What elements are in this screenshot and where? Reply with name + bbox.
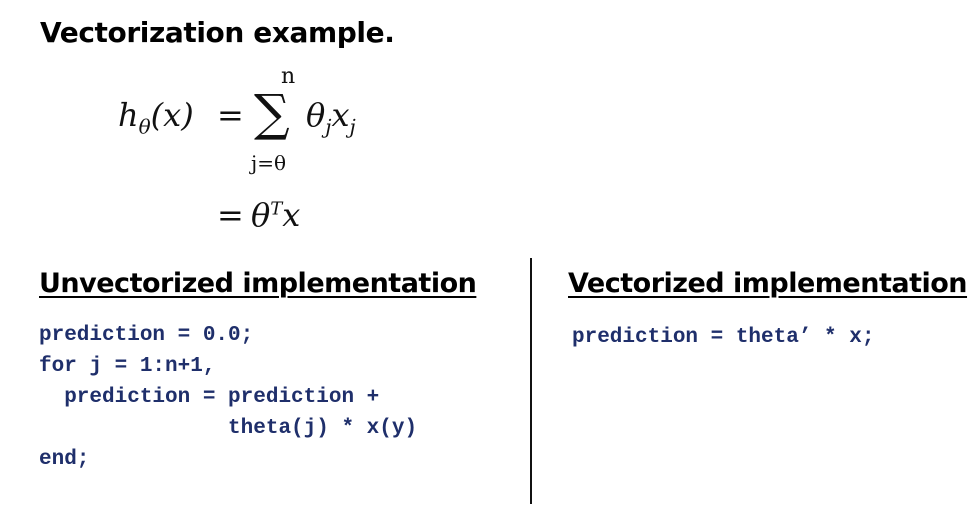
summation-upper-limit: n (281, 64, 296, 89)
equals-sign-2: = (217, 196, 244, 234)
summation-term: θjxj (306, 96, 356, 139)
vectorized-code-block: prediction = theta’ * x; (572, 322, 874, 353)
equals-sign: = (217, 96, 244, 134)
summation-symbol: ∑ (254, 84, 290, 142)
code-line: prediction = theta’ * x; (572, 326, 875, 349)
code-line: prediction = 0.0; (39, 324, 254, 347)
slide-title: Vectorization example. (40, 16, 395, 49)
unvectorized-code-block: prediction = 0.0; for j = 1:n+1, predicti… (39, 320, 417, 475)
code-line: for j = 1:n+1, (39, 355, 216, 378)
vector-form: θTx (251, 196, 301, 234)
unvectorized-heading: Unvectorized implementation (39, 268, 477, 299)
code-line: end; (39, 448, 90, 471)
summation-lower-limit: j=θ (251, 151, 286, 175)
column-divider (530, 258, 532, 504)
code-line: prediction = prediction + (39, 386, 380, 409)
vectorized-heading: Vectorized implementation (568, 268, 968, 299)
code-line: theta(j) * x(y) (39, 417, 418, 440)
equation-lhs: hθ(x) (118, 96, 194, 139)
